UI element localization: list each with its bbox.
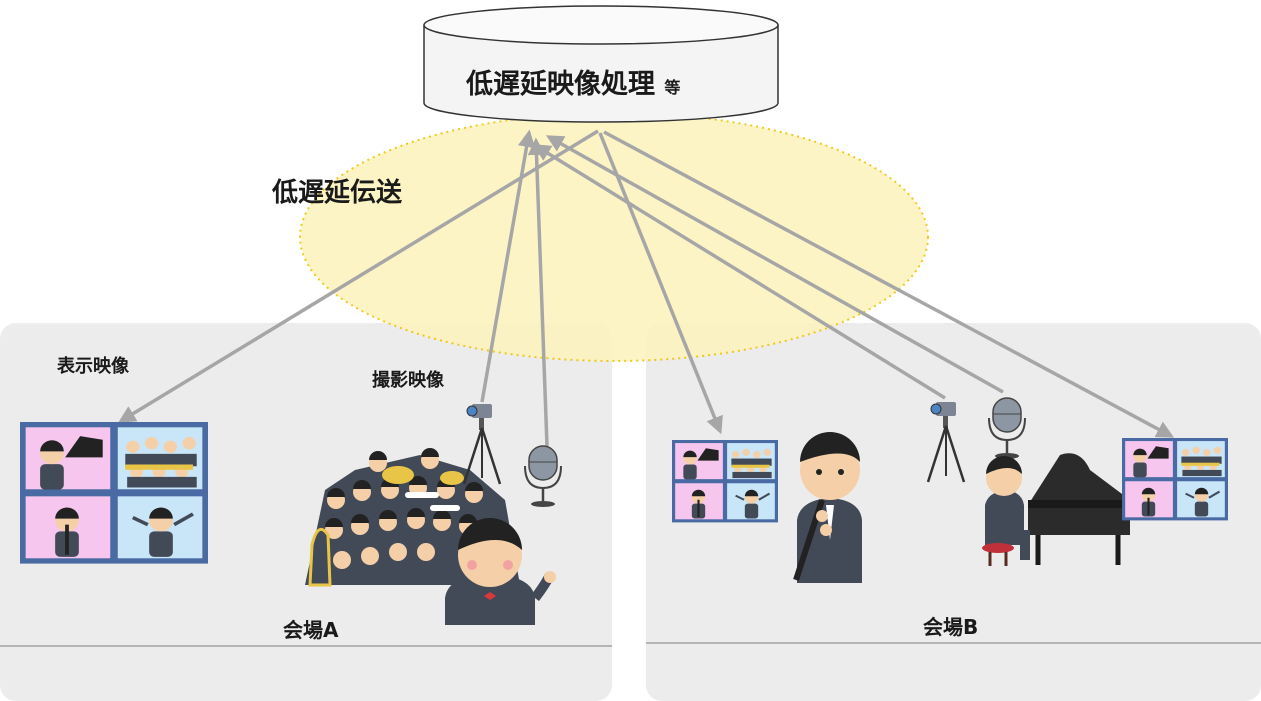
arrow-from-mic-b — [545, 135, 1004, 394]
server-suffix-label: 等 — [664, 78, 681, 97]
arrow-from-camera-a — [480, 129, 536, 403]
arrow-from-mic-a — [527, 137, 549, 447]
mic-a-icon — [523, 444, 563, 509]
clarinet-player-illustration — [793, 432, 862, 583]
display-screen-a — [20, 422, 208, 564]
pianist-illustration — [982, 453, 1130, 566]
display-video-label: 表示映像 — [57, 356, 129, 377]
arrow-to-display-b-right — [603, 130, 1175, 438]
venue-a-name: 会場A — [283, 618, 339, 642]
venue-a-floor — [0, 645, 612, 647]
mic-b-icon — [987, 396, 1027, 461]
arrow-to-display-b-left — [598, 132, 723, 435]
arrow-to-display-a — [118, 129, 599, 423]
captured-video-label: 撮影映像 — [372, 370, 444, 391]
camera-b-icon — [926, 400, 966, 484]
server-main-label: 低遅延映像処理 — [466, 69, 655, 100]
display-screen-b-right — [1122, 438, 1228, 520]
arrow-from-camera-b — [533, 144, 946, 400]
orchestra-illustration — [305, 448, 556, 625]
venue-b-name: 会場B — [923, 615, 979, 639]
venue-b-floor — [646, 642, 1261, 644]
server-label: 低遅延映像処理 等 — [466, 62, 680, 101]
transmission-label: 低遅延伝送 — [272, 178, 403, 208]
display-screen-b-left — [672, 440, 778, 522]
